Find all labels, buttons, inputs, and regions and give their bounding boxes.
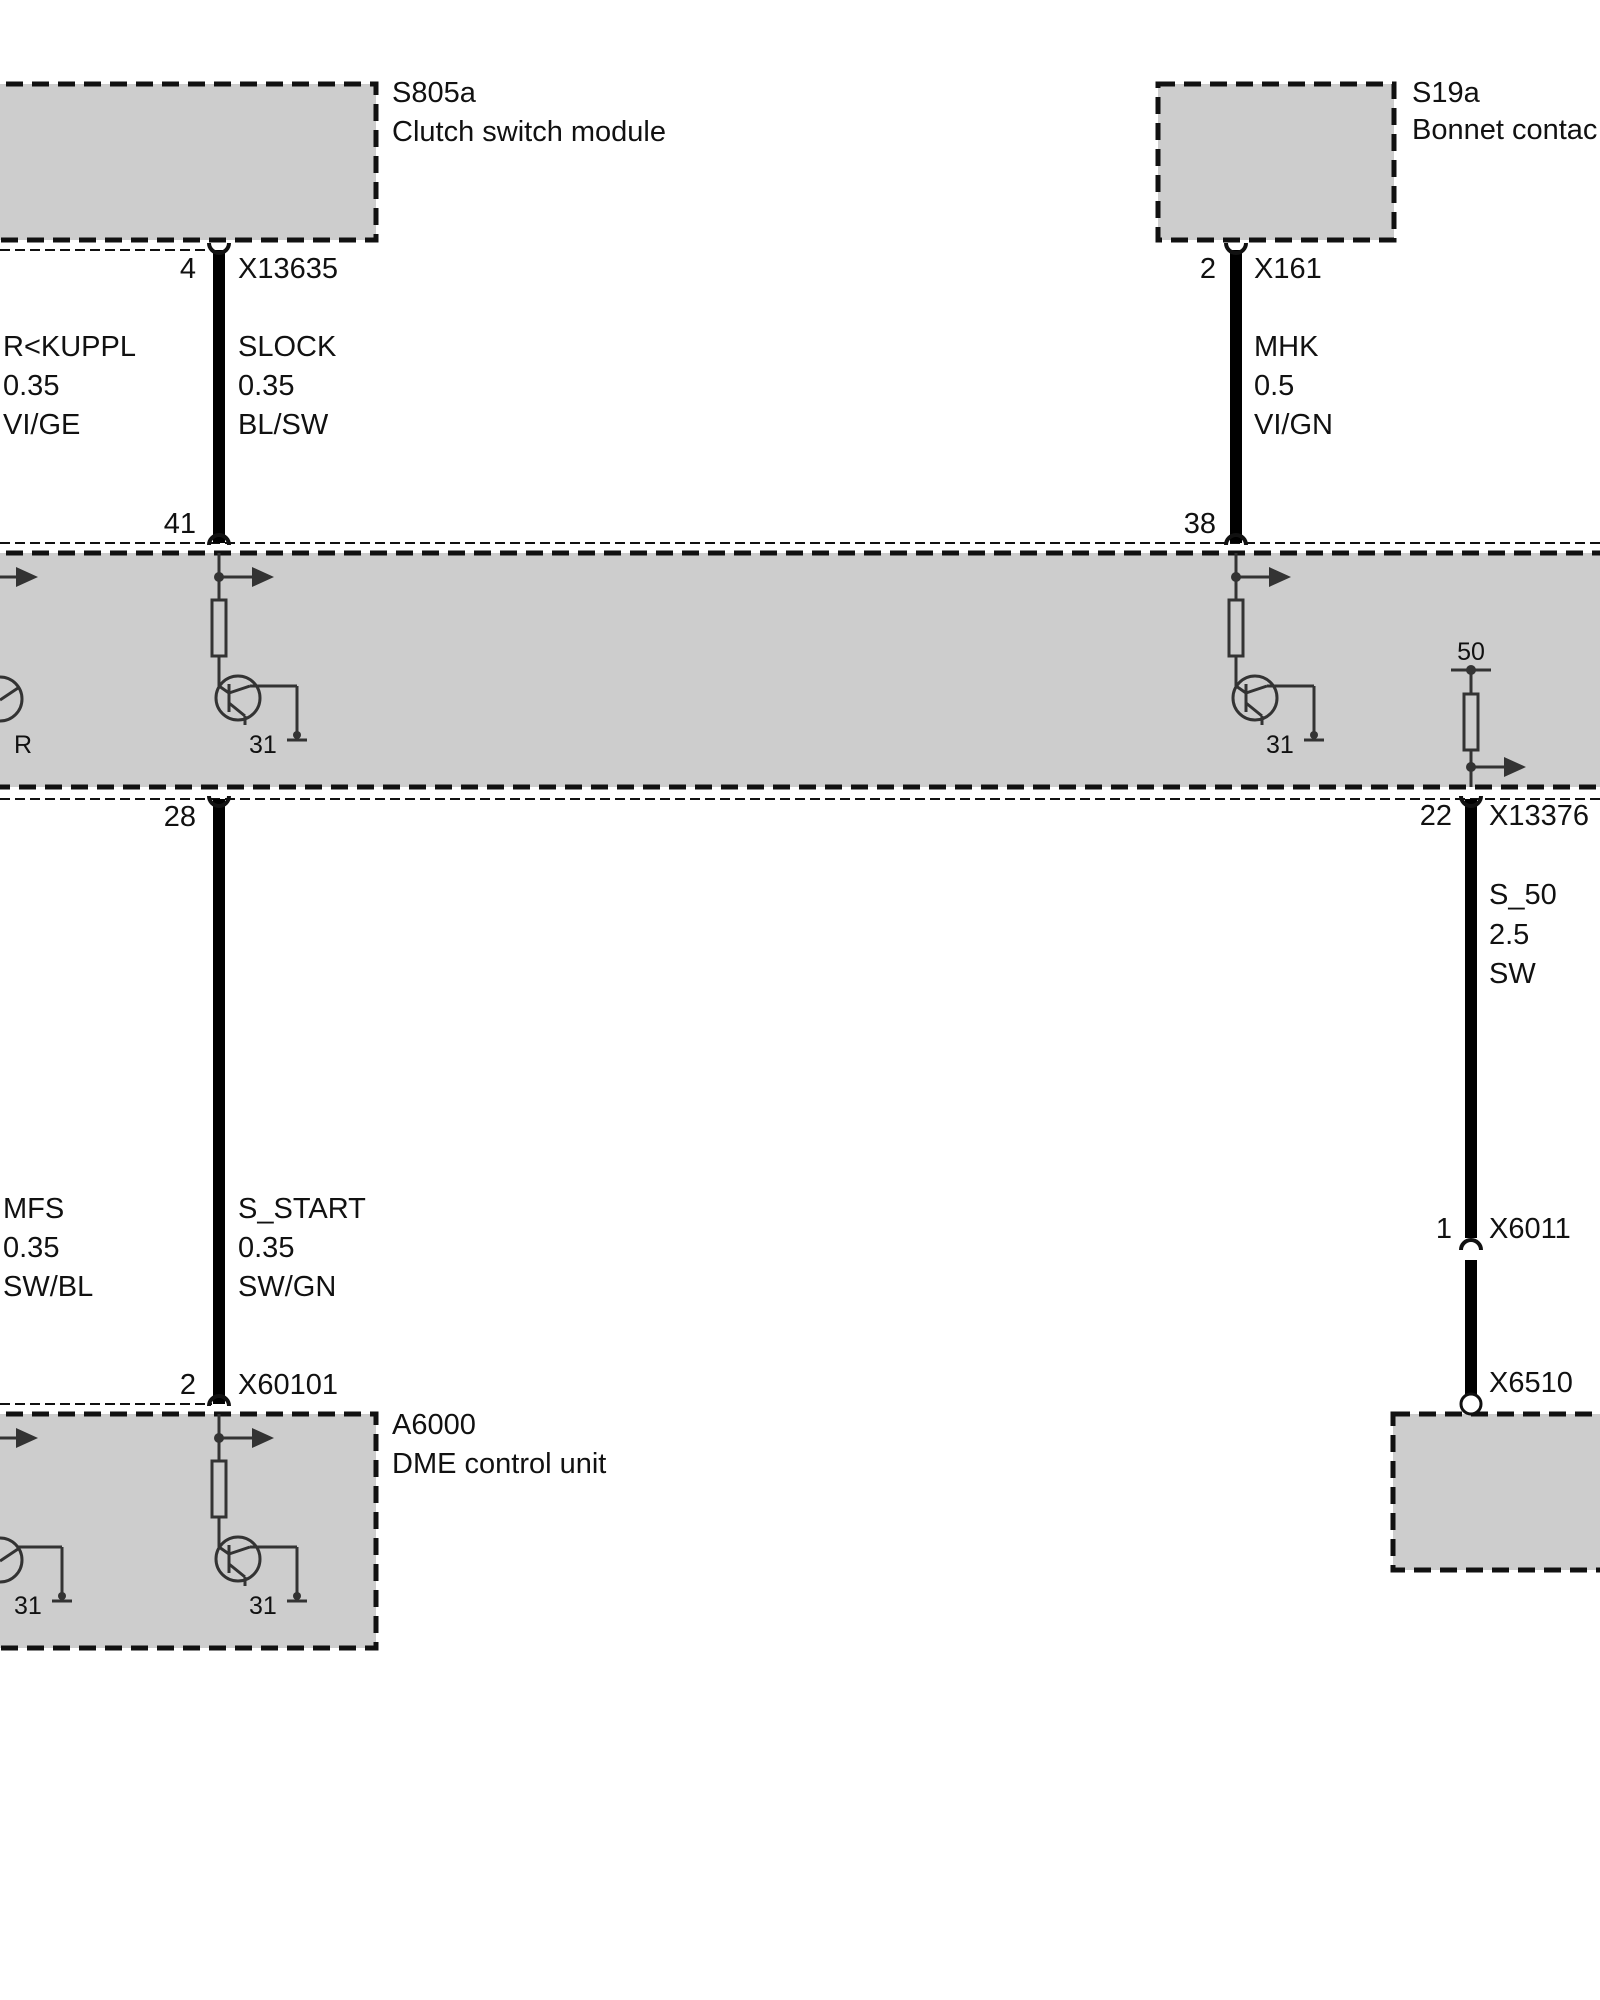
x13635-name: X13635 (238, 253, 338, 285)
transistor-circuit-dme-partial (0, 1428, 72, 1603)
transistor-circuit-dme (210, 1414, 307, 1603)
x60101-name: X60101 (238, 1369, 338, 1401)
transistor-circuit-mhk (1227, 553, 1324, 742)
transistor-circuit-slock (210, 553, 307, 742)
x13376-pin: 22 (1420, 800, 1452, 832)
bonnet-contact-name: Bonnet contac (1412, 114, 1597, 146)
wire-mhk-size: 0.5 (1254, 370, 1294, 402)
ground-label-slock: 31 (249, 731, 277, 759)
x13376-name: X13376 (1489, 800, 1589, 832)
x6011-pin: 1 (1436, 1213, 1452, 1245)
wire-mhk-signal: MHK (1254, 331, 1319, 363)
ground-label-dme: 31 (249, 1592, 277, 1620)
bonnet-contact-box (1155, 81, 1397, 243)
pin-38 (1224, 533, 1248, 546)
wire-kuppl-size: 0.35 (3, 370, 59, 402)
module-pin-28: 28 (164, 801, 196, 833)
terminal-50-label: 50 (1457, 638, 1485, 666)
wire-s-start-color: SW/GN (238, 1271, 336, 1303)
right-control-unit-box (1390, 1411, 1600, 1573)
ground-label-mhk: 31 (1266, 731, 1294, 759)
dme-control-unit-box (0, 1411, 379, 1651)
wire-mfs-color: SW/BL (3, 1271, 93, 1303)
wire-mfs-signal: MFS (3, 1193, 64, 1225)
wire-s50-signal: S_50 (1489, 879, 1557, 911)
x161-name: X161 (1254, 253, 1322, 285)
pin-41 (207, 533, 231, 546)
transistor-circuit-kuppl-partial (0, 567, 38, 723)
clutch-switch-module-box (0, 81, 379, 243)
clutch-switch-id: S805a (392, 77, 477, 109)
clutch-switch-name: Clutch switch module (392, 116, 666, 148)
dme-name: DME control unit (392, 1448, 606, 1480)
wire-s50-size: 2.5 (1489, 919, 1529, 951)
dme-id: A6000 (392, 1409, 476, 1441)
x13635-pin: 4 (180, 253, 196, 285)
pin-x13635 (207, 242, 231, 255)
pin-x13376 (1459, 795, 1483, 808)
wire-s50-color: SW (1489, 958, 1536, 990)
pin-28 (207, 795, 231, 808)
x60101-pin: 2 (180, 1369, 196, 1401)
wire-slock-color: BL/SW (238, 409, 329, 441)
module-pin-41: 41 (164, 508, 196, 540)
x161-pin: 2 (1200, 253, 1216, 285)
x6011-name: X6011 (1489, 1213, 1571, 1245)
wire-slock-signal: SLOCK (238, 331, 337, 363)
pin-x6011 (1459, 1238, 1483, 1251)
wire-kuppl-color: VI/GE (3, 409, 80, 441)
wire-s-start-signal: S_START (238, 1193, 366, 1225)
x6510-name: X6510 (1489, 1367, 1573, 1399)
wire-kuppl-signal: R<KUPPL (3, 331, 136, 363)
resistor-circuit-50 (1451, 665, 1526, 787)
wire-mhk-color: VI/GN (1254, 409, 1333, 441)
module-pin-38: 38 (1184, 508, 1216, 540)
pin-x6510 (1459, 1392, 1483, 1416)
pin-x60101 (207, 1394, 231, 1407)
ground-label-dme-left: 31 (14, 1592, 42, 1620)
wire-slock-size: 0.35 (238, 370, 294, 402)
pin-x161 (1224, 242, 1248, 255)
partial-label-r: R (14, 731, 32, 759)
wire-mfs-size: 0.35 (3, 1232, 59, 1264)
wire-s-start-size: 0.35 (238, 1232, 294, 1264)
central-control-module-box (0, 550, 1600, 790)
bonnet-contact-id: S19a (1412, 77, 1481, 109)
